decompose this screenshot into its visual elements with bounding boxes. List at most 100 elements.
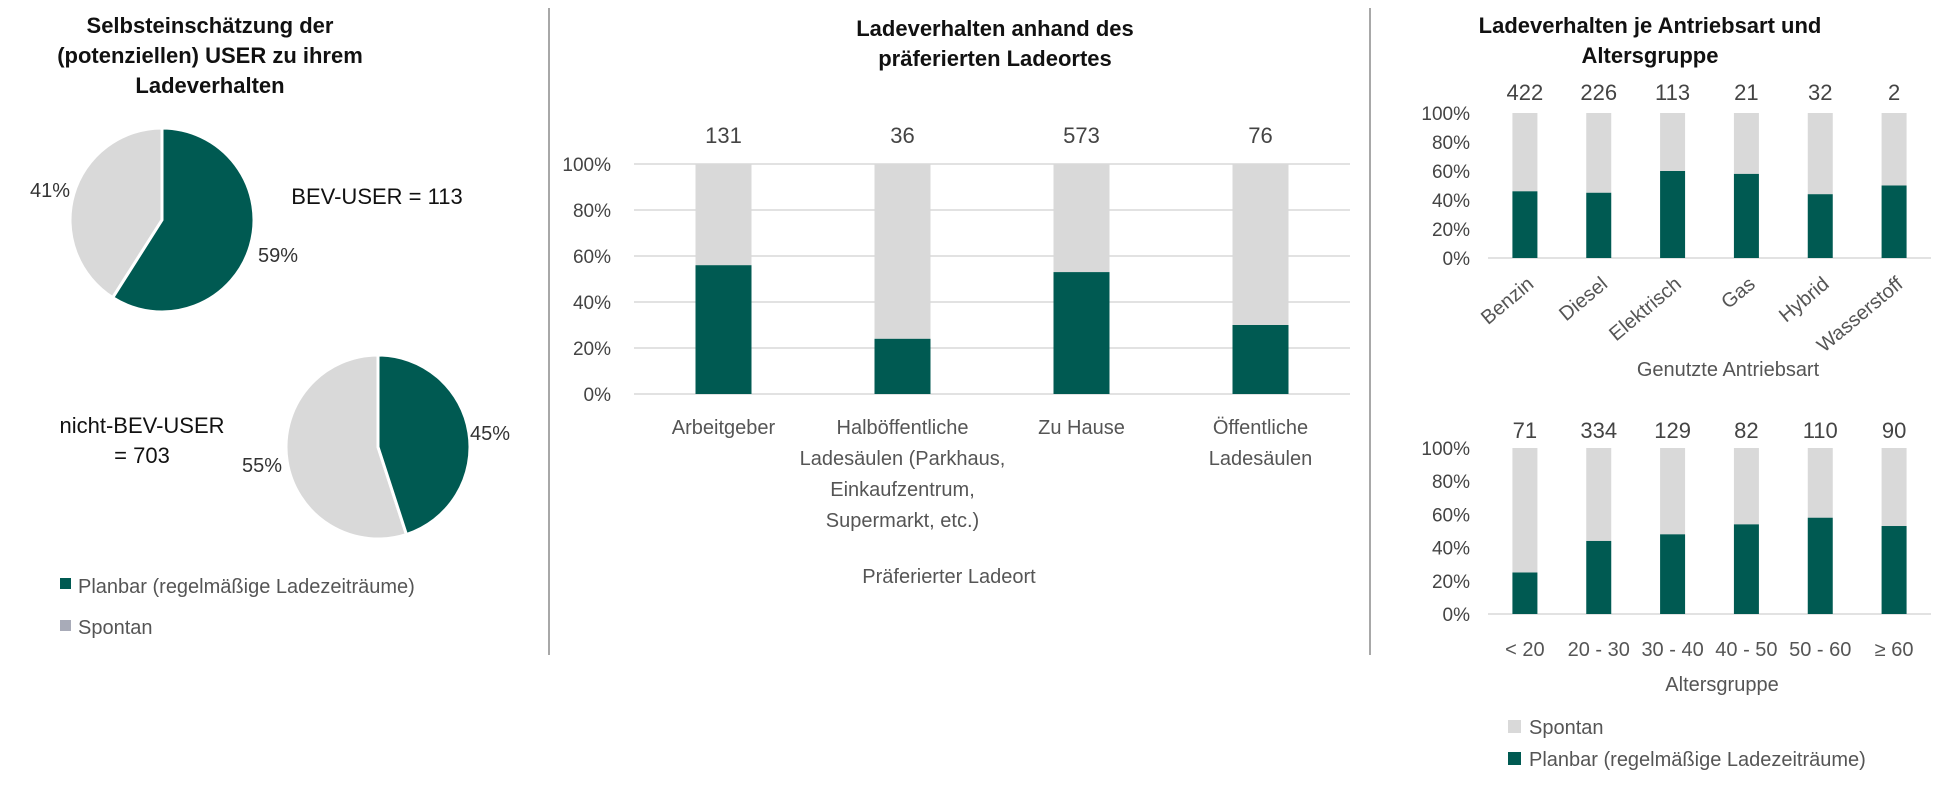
bar-count-label: 32 <box>1808 80 1832 105</box>
bar-planbar <box>1232 325 1289 394</box>
mid-title-line: präferierten Ladeortes <box>878 46 1112 71</box>
pie-nicht-bev-user <box>284 353 472 541</box>
bar-planbar <box>1660 171 1686 258</box>
pie1-spontan-label: 41% <box>30 180 70 202</box>
bar-count-label: 334 <box>1580 418 1617 443</box>
y-tick-label: 80% <box>1432 133 1470 154</box>
y-tick-label: 60% <box>1432 162 1470 183</box>
bar-count-label: 36 <box>890 123 914 148</box>
x-category-label: Ladesäulen <box>1209 448 1312 470</box>
bar-planbar <box>874 338 931 394</box>
bar-planbar <box>1586 192 1612 258</box>
legend-label-planbar: Planbar (regelmäßige Ladezeiträume) <box>1529 749 1866 771</box>
bar-spontan <box>1807 448 1833 518</box>
mid-title-line: Ladeverhalten anhand des <box>856 16 1134 41</box>
x-category-label: Zu Hause <box>1038 417 1125 439</box>
x-category-label: Diesel <box>1555 273 1612 326</box>
x-axis-title: Präferierter Ladeort <box>862 566 1036 588</box>
bar-count-label: 422 <box>1507 80 1544 105</box>
x-category-label: Einkaufzentrum, <box>830 479 975 501</box>
bar-planbar <box>1881 526 1907 614</box>
y-tick-label: 100% <box>562 155 611 176</box>
right-title-line: Ladeverhalten je Antriebsart und <box>1479 13 1822 38</box>
bar-spontan <box>1660 448 1686 535</box>
bar-count-label: 226 <box>1580 80 1617 105</box>
bar-planbar <box>1807 194 1833 258</box>
x-category-label: 50 - 60 <box>1789 639 1851 661</box>
pie-bev-user <box>68 126 256 314</box>
bar-planbar <box>1733 173 1759 258</box>
bar-count-label: 82 <box>1734 418 1758 443</box>
bar-count-label: 21 <box>1734 80 1758 105</box>
x-category-label: Öffentliche <box>1213 417 1308 439</box>
legend-swatch-planbar <box>60 578 71 589</box>
left-title-line: (potenziellen) USER zu ihrem <box>57 43 363 68</box>
bar-spontan <box>1881 113 1907 186</box>
x-axis-title: Genutzte Antriebsart <box>1637 359 1820 381</box>
y-tick-label: 60% <box>1432 505 1470 526</box>
left-title-line: Selbsteinschätzung der <box>87 13 334 38</box>
y-tick-label: 80% <box>573 201 611 222</box>
left-title-line: Ladeverhalten <box>135 73 284 98</box>
y-tick-label: 0% <box>1443 605 1471 626</box>
x-category-label: Ladesäulen (Parkhaus, <box>800 448 1006 470</box>
x-category-label: Halböffentliche <box>837 417 969 439</box>
x-category-label: Elektrisch <box>1605 273 1686 346</box>
bar-count-label: 2 <box>1888 80 1900 105</box>
y-tick-label: 20% <box>573 339 611 360</box>
bar-planbar <box>1807 517 1833 614</box>
y-tick-label: 60% <box>573 247 611 268</box>
bar-spontan <box>1512 448 1538 573</box>
bar-spontan <box>1586 448 1612 541</box>
bar-spontan <box>874 164 931 339</box>
pie2-spontan-label: 55% <box>242 455 282 477</box>
bar-spontan <box>1733 113 1759 174</box>
x-category-label: Benzin <box>1477 273 1538 329</box>
legend-swatch-spontan <box>60 620 71 631</box>
legend-label-spontan: Spontan <box>1529 717 1604 739</box>
pie-nicht-bev-user-slice-planbar <box>376 353 472 537</box>
bar-count-label: 90 <box>1882 418 1906 443</box>
pie2-planbar-label: 45% <box>470 423 510 445</box>
bar-spontan <box>1053 164 1110 273</box>
bar-count-label: 573 <box>1063 123 1100 148</box>
y-tick-label: 100% <box>1421 439 1470 460</box>
pie1-planbar-label: 59% <box>258 245 298 267</box>
x-axis-title: Altersgruppe <box>1665 674 1778 696</box>
legend-label-planbar: Planbar (regelmäßige Ladezeiträume) <box>78 576 415 598</box>
bar-spontan <box>1807 113 1833 195</box>
x-category-label: Arbeitgeber <box>672 417 776 439</box>
x-category-label: Supermarkt, etc.) <box>826 510 979 532</box>
bar-count-label: 110 <box>1803 418 1838 443</box>
y-tick-label: 0% <box>584 385 612 406</box>
x-category-label: 30 - 40 <box>1641 639 1703 661</box>
x-category-label: ≥ 60 <box>1875 639 1914 661</box>
y-tick-label: 20% <box>1432 220 1470 241</box>
legend-swatch-planbar <box>1508 752 1521 765</box>
bar-count-label: 129 <box>1654 418 1691 443</box>
pie-nicht-bev-user-slice-spontan <box>284 353 409 541</box>
y-tick-label: 40% <box>1432 191 1470 212</box>
bar-planbar <box>1881 185 1907 258</box>
y-tick-label: 20% <box>1432 572 1470 593</box>
bar-spontan <box>1660 113 1686 171</box>
bar-planbar <box>695 265 752 394</box>
bar-count-label: 71 <box>1513 418 1537 443</box>
bar-count-label: 113 <box>1655 80 1690 105</box>
x-category-label: 20 - 30 <box>1568 639 1630 661</box>
bar-spontan <box>695 164 752 266</box>
bar-planbar <box>1512 572 1538 614</box>
pie1-caption: BEV-USER = 113 <box>291 184 462 209</box>
pie2-caption-line: = 703 <box>114 443 170 468</box>
x-category-label: < 20 <box>1505 639 1544 661</box>
bar-planbar <box>1053 272 1110 394</box>
x-category-label: Hybrid <box>1775 273 1833 327</box>
bar-planbar <box>1586 540 1612 614</box>
bar-spontan <box>1733 448 1759 525</box>
y-tick-label: 0% <box>1443 249 1471 270</box>
right-title-line: Altersgruppe <box>1582 43 1719 68</box>
pie2-caption-line: nicht-BEV-USER <box>59 413 224 438</box>
bar-planbar <box>1733 524 1759 614</box>
y-tick-label: 40% <box>573 293 611 314</box>
